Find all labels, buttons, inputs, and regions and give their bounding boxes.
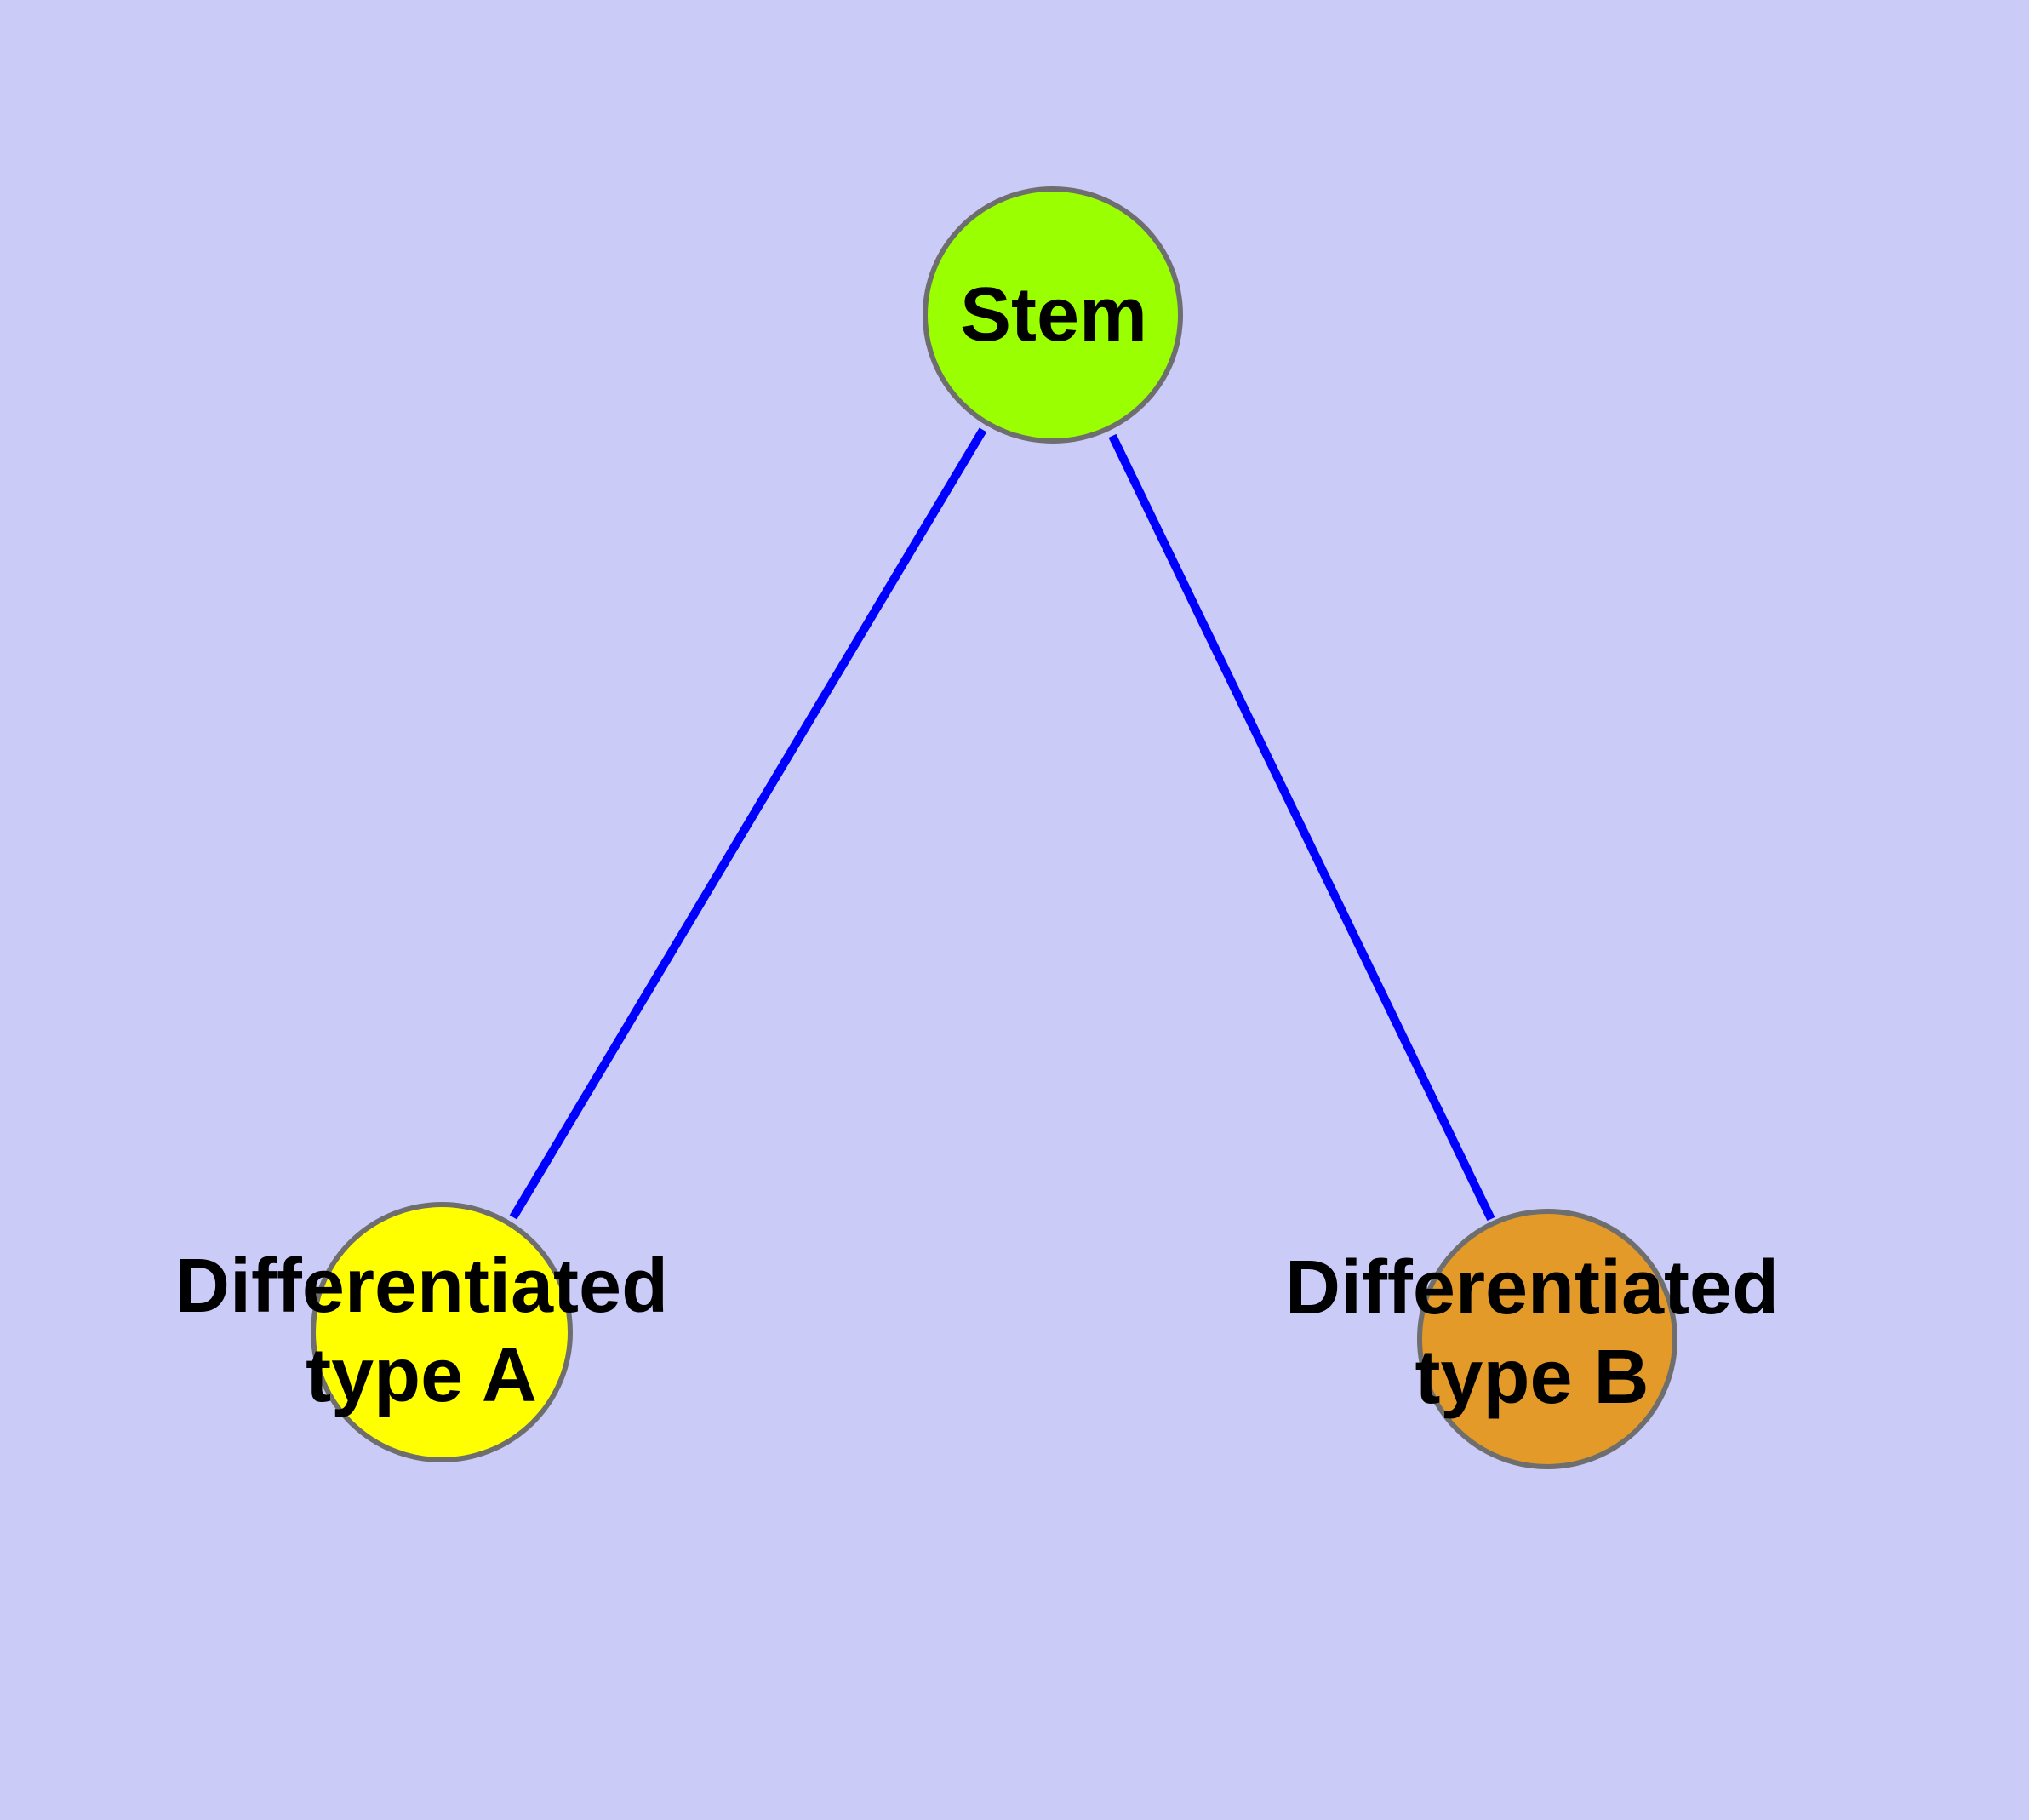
node-type-a-label-line2: type A bbox=[306, 1333, 537, 1418]
edge-stem-to-type-a bbox=[509, 427, 987, 1220]
node-type-b-label: Differentiated type B bbox=[1285, 1244, 1779, 1422]
node-type-a-label-line1: Differentiated bbox=[174, 1244, 669, 1329]
node-stem-label: Stem bbox=[959, 272, 1148, 358]
node-type-a-label: Differentiated type A bbox=[174, 1242, 668, 1421]
edge-stem-to-type-b bbox=[1108, 433, 1495, 1222]
node-type-a-circle bbox=[311, 1202, 573, 1462]
node-stem-circle bbox=[923, 186, 1183, 444]
node-type-b-label-line2: type B bbox=[1415, 1335, 1649, 1420]
node-type-b-circle bbox=[1417, 1209, 1677, 1469]
node-type-b-label-line1: Differentiated bbox=[1284, 1245, 1780, 1331]
